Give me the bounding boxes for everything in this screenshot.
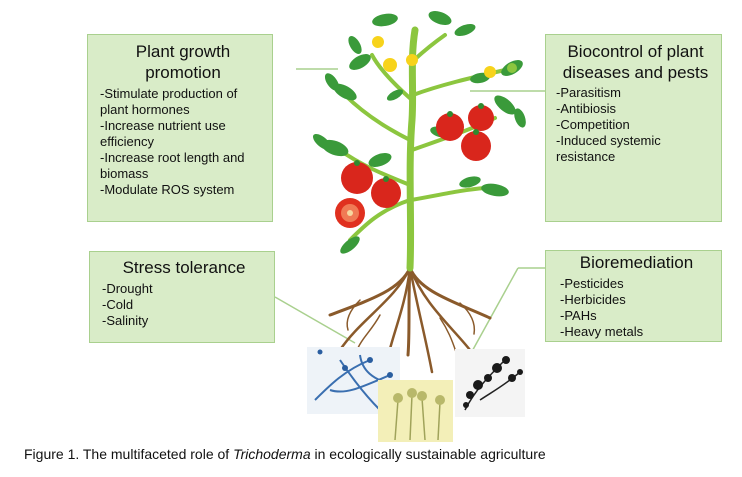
growth-box: Plant growth promotion -Stimulate produc…: [87, 34, 273, 222]
list-item: -Antibiosis: [556, 101, 616, 116]
figure-caption: Figure 1. The multifaceted role of Trich…: [24, 446, 546, 462]
caption-genus: Trichoderma: [233, 446, 311, 462]
list-item: -Herbicides: [560, 292, 626, 307]
biocontrol-title: Biocontrol of plant diseases and pests: [562, 42, 709, 82]
stress-title: Stress tolerance: [122, 258, 246, 277]
list-item: -PAHs: [560, 308, 597, 323]
stress-list: -Drought -Cold -Salinity: [102, 281, 266, 329]
caption-prefix: Figure 1. The multifaceted role of: [24, 446, 234, 462]
list-item: -Induced systemic resistance: [556, 133, 661, 164]
list-item: -Competition: [556, 117, 630, 132]
list-item: -Increase root length and biomass: [100, 150, 245, 181]
list-item: -Increase nutrient use efficiency: [100, 118, 226, 149]
tomatoes: [335, 103, 494, 228]
stress-box: Stress tolerance -Drought -Cold -Salinit…: [89, 251, 275, 343]
connector-stress: [274, 296, 356, 344]
list-item: -Heavy metals: [560, 324, 644, 339]
bioremediation-box: Bioremediation -Pesticides -Herbicides -…: [545, 250, 722, 342]
list-item: -Stimulate production of plant hormones: [100, 86, 238, 117]
list-item: -Modulate ROS system: [100, 182, 235, 197]
biocontrol-box: Biocontrol of plant diseases and pests -…: [545, 34, 722, 222]
caption-suffix: in ecologically sustainable agriculture: [310, 446, 546, 462]
list-item: -Cold: [102, 297, 134, 312]
connector-bioremediation: [469, 267, 519, 356]
growth-list: -Stimulate production of plant hormones …: [100, 86, 266, 198]
micrograph-yellow: [378, 380, 453, 442]
list-item: -Drought: [102, 281, 153, 296]
micrograph-black: [455, 349, 525, 417]
flowers: [372, 36, 517, 78]
list-item: -Parasitism: [556, 85, 622, 100]
biocontrol-list: -Parasitism -Antibiosis -Competition -In…: [556, 85, 715, 165]
bioremediation-list: -Pesticides -Herbicides -PAHs -Heavy met…: [560, 276, 713, 340]
list-item: -Salinity: [102, 313, 149, 328]
connector-lines: [274, 68, 545, 356]
growth-title: Plant growth promotion: [135, 42, 231, 82]
list-item: -Pesticides: [560, 276, 624, 291]
bioremediation-title: Bioremediation: [579, 253, 694, 272]
